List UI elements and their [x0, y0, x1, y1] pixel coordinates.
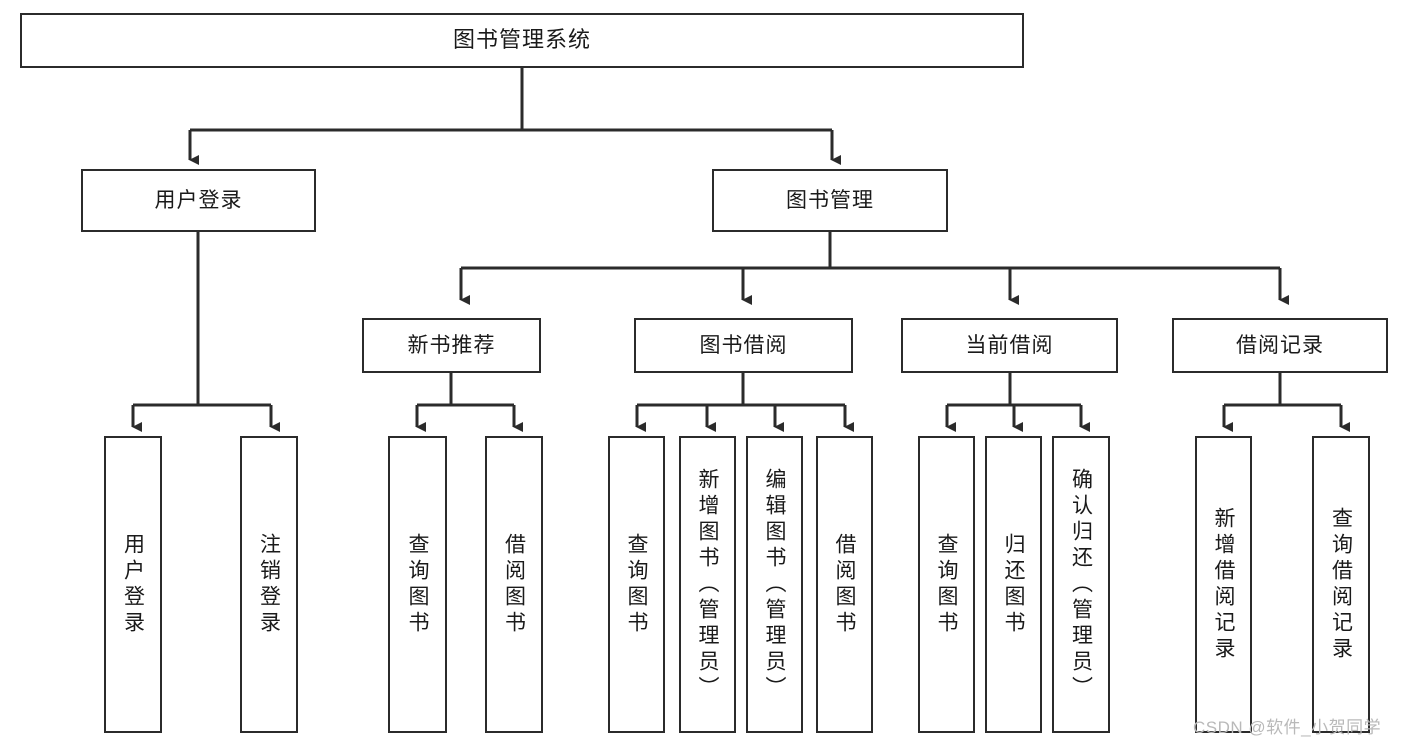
node-label: 新增借阅记录: [1212, 506, 1235, 663]
node-label: 用户登录: [121, 532, 145, 637]
node-leaf-borrow-book-1[interactable]: 借阅图书: [485, 436, 543, 733]
node-label: 当前借阅: [965, 333, 1054, 357]
node-leaf-query-record[interactable]: 查询借阅记录: [1312, 436, 1370, 733]
node-label: 借阅记录: [1236, 333, 1324, 357]
node-label: 查询图书: [625, 532, 648, 637]
node-label: 借阅图书: [833, 532, 856, 637]
node-label: 借阅图书: [502, 532, 526, 637]
node-current-borrow[interactable]: 当前借阅: [901, 318, 1118, 373]
node-label: 用户登录: [154, 188, 243, 212]
node-leaf-query-book-1[interactable]: 查询图书: [388, 436, 447, 733]
node-label: 归还图书: [1002, 532, 1025, 637]
node-label: 新书推荐: [407, 333, 496, 357]
node-borrow-record[interactable]: 借阅记录: [1172, 318, 1388, 373]
node-book-borrow[interactable]: 图书借阅: [634, 318, 853, 373]
node-leaf-query-book-3[interactable]: 查询图书: [918, 436, 975, 733]
node-leaf-add-book[interactable]: 新增图书（管理员）: [679, 436, 736, 733]
node-label: 查询图书: [935, 532, 958, 637]
node-new-book-rec[interactable]: 新书推荐: [362, 318, 541, 373]
node-leaf-query-book-2[interactable]: 查询图书: [608, 436, 665, 733]
node-label: 图书管理: [786, 188, 874, 212]
node-label: 编辑图书（管理员）: [763, 467, 786, 702]
node-label: 确认归还（管理员）: [1069, 467, 1093, 702]
node-leaf-return-book[interactable]: 归还图书: [985, 436, 1042, 733]
node-leaf-add-record[interactable]: 新增借阅记录: [1195, 436, 1252, 733]
node-leaf-edit-book[interactable]: 编辑图书（管理员）: [746, 436, 803, 733]
node-user-login[interactable]: 用户登录: [81, 169, 316, 232]
node-label: 查询图书: [406, 532, 429, 637]
node-leaf-logout[interactable]: 注销登录: [240, 436, 298, 733]
node-leaf-user-login[interactable]: 用户登录: [104, 436, 162, 733]
node-label: 图书管理系统: [452, 27, 591, 53]
node-label: 注销登录: [257, 532, 281, 637]
node-book-manage[interactable]: 图书管理: [712, 169, 948, 232]
node-label: 图书借阅: [699, 333, 788, 357]
node-leaf-borrow-book-2[interactable]: 借阅图书: [816, 436, 873, 733]
node-leaf-confirm-return[interactable]: 确认归还（管理员）: [1052, 436, 1110, 733]
node-label: 查询借阅记录: [1329, 506, 1353, 663]
node-root[interactable]: 图书管理系统: [20, 13, 1024, 68]
node-label: 新增图书（管理员）: [696, 467, 719, 702]
